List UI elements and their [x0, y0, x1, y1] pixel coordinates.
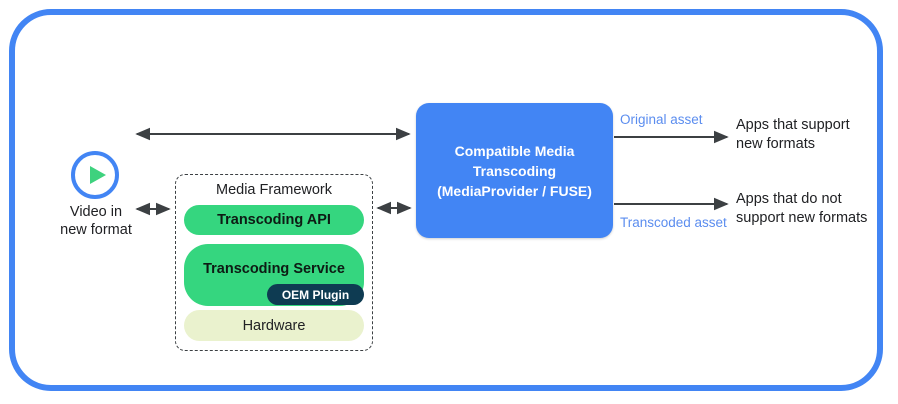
compatible-media-transcoding-block: Compatible Media Transcoding (MediaProvi…	[416, 103, 613, 238]
original-asset-label: Original asset	[620, 112, 703, 127]
media-framework-container	[175, 174, 373, 351]
oem-plugin-badge: OEM Plugin	[267, 284, 364, 305]
transcoded-asset-label: Transcoded asset	[620, 215, 727, 230]
transcoding-api-block: Transcoding API	[184, 205, 364, 235]
play-circle-icon	[71, 151, 119, 199]
media-framework-title: Media Framework	[215, 182, 333, 198]
play-triangle-icon	[90, 166, 106, 184]
hardware-block: Hardware	[184, 310, 364, 341]
apps-supporting-label: Apps that support new formats	[736, 117, 850, 152]
video-source-label: Video in new format	[60, 204, 132, 238]
apps-not-supporting-label: Apps that do not support new formats	[736, 191, 868, 226]
